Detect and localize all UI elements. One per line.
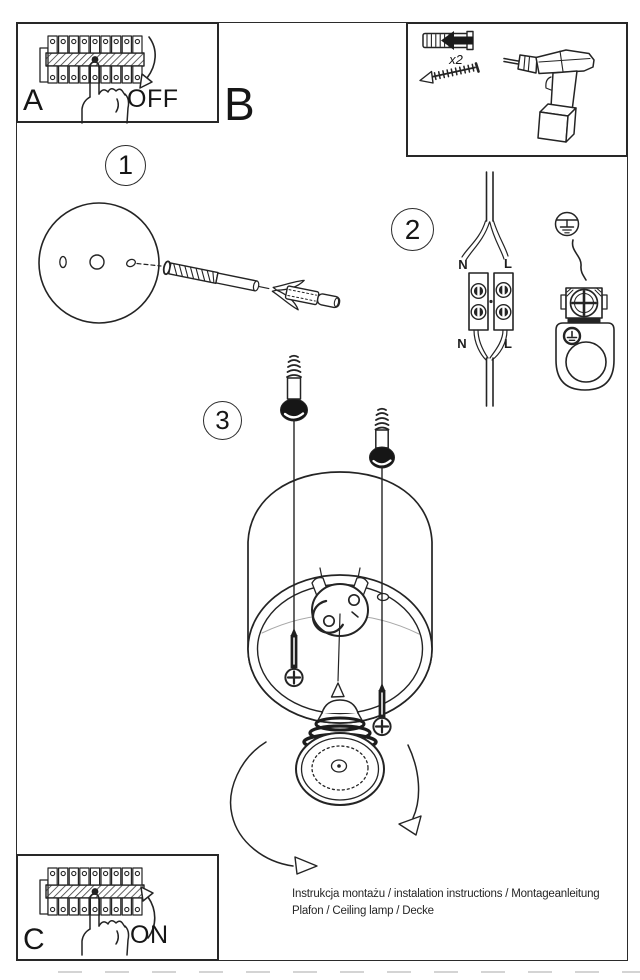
arrow-left-icon (441, 31, 473, 50)
page-frame (16, 22, 628, 961)
ground-clamp-icon (555, 287, 615, 391)
drill-icon (503, 49, 595, 143)
inner-screw-right-icon (372, 683, 392, 737)
wall-plug-icon (422, 30, 474, 51)
gu10-socket-icon (311, 567, 369, 637)
step-1-badge: 1 (105, 145, 146, 186)
step3-drawing (229, 354, 433, 875)
mounting-screw-right-icon (369, 407, 395, 690)
panel-a-label: A (23, 84, 44, 117)
off-label: OFF (127, 85, 179, 113)
power-off-illustration (40, 36, 156, 123)
neutral-label-bottom: N (457, 336, 466, 351)
screw-hole (376, 592, 390, 602)
neutral-label-top: N (458, 257, 467, 272)
screw-terminals (470, 281, 512, 321)
bulb-icon (295, 699, 385, 806)
mounting-screw-left-icon (280, 354, 308, 635)
screw-anchor-icon (162, 260, 341, 311)
arrow-up-icon (140, 886, 156, 939)
arrow-down-icon (139, 36, 156, 89)
section-b-label: B (224, 78, 255, 130)
panel-c-label: C (23, 923, 45, 956)
hardware-illustration (419, 30, 595, 143)
terminal-block-icon (468, 272, 514, 331)
insert-arrow-icon (330, 613, 345, 698)
power-on-illustration (40, 868, 156, 955)
footer-product-line: Plafon / Ceiling lamp / Decke (292, 905, 434, 917)
step1-drawing (38, 202, 341, 324)
inner-screw-left-icon (284, 628, 304, 688)
screw-icon (419, 62, 480, 84)
earth-symbol-icon (554, 211, 580, 237)
rotation-arrow-right-icon (398, 744, 422, 836)
footer-title-line: Instrukcja montażu / instalation instruc… (292, 888, 600, 900)
cable-icon (461, 171, 509, 261)
dowel-quantity-label: x2 (449, 52, 463, 67)
live-label-bottom: L (504, 336, 512, 351)
step-2-badge: 2 (391, 208, 434, 251)
live-label-top: L (504, 256, 512, 271)
earth-wire (571, 239, 587, 281)
step2-drawing: N L N L (457, 171, 615, 407)
step-3-badge: 3 (203, 401, 242, 440)
mounting-plate-icon (38, 202, 160, 324)
cable-bottom-icon (473, 329, 508, 407)
on-label: ON (130, 921, 169, 949)
rotation-arrow-left-icon (229, 741, 318, 875)
cut-line (58, 971, 640, 973)
